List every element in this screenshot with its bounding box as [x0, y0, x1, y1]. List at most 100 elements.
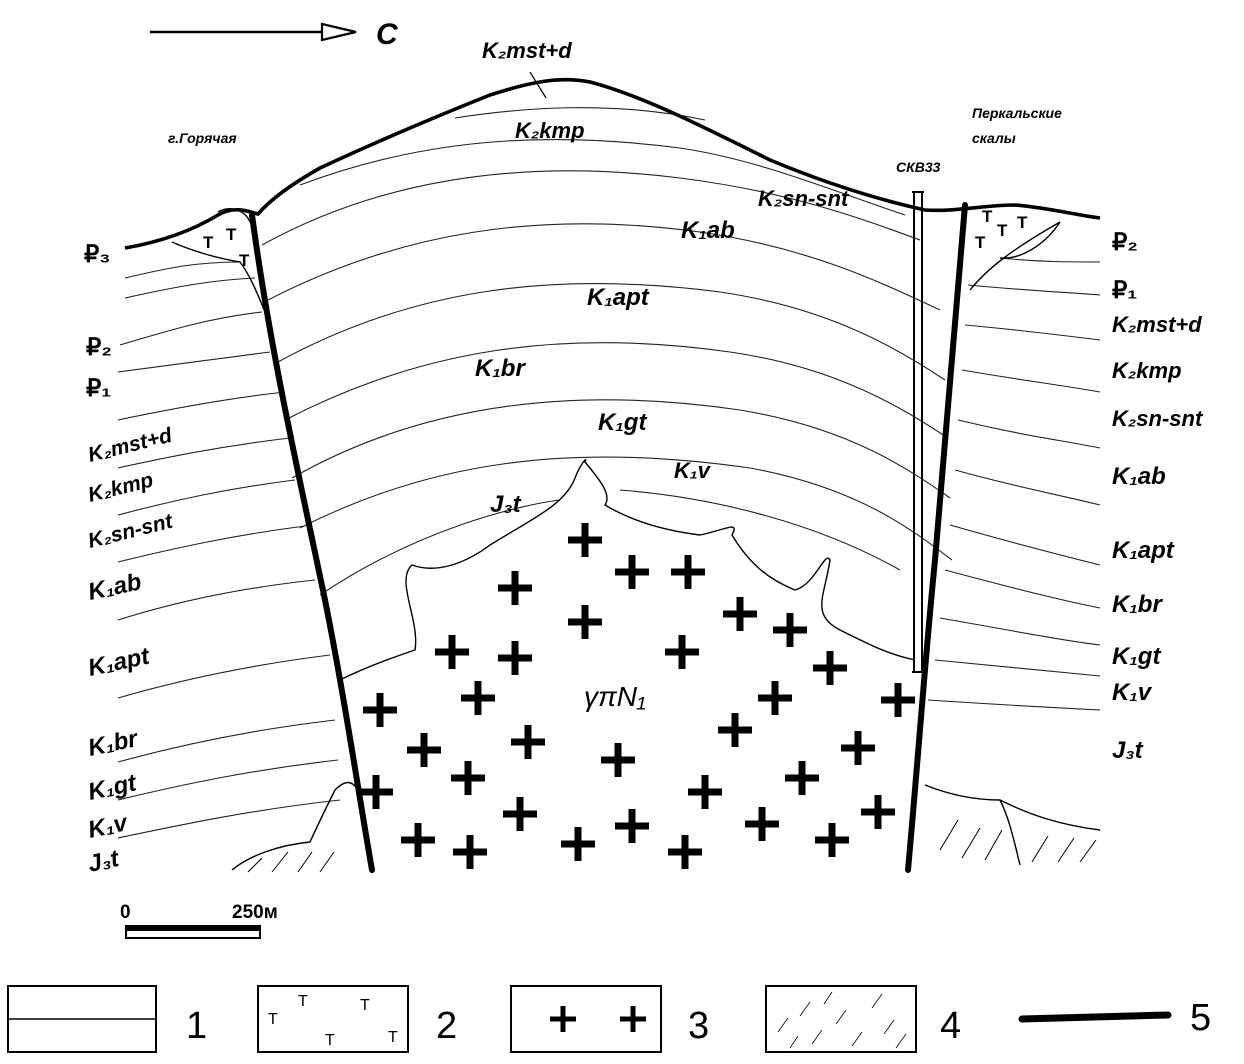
granite-cross — [561, 827, 595, 861]
svg-text:3: 3 — [688, 1005, 709, 1047]
direction-label: С — [376, 18, 399, 51]
direction-arrow — [150, 22, 357, 42]
svg-text:T: T — [226, 225, 237, 244]
svg-text:5: 5 — [1190, 997, 1211, 1039]
tuff-marks: T T T T T T T — [203, 207, 1028, 270]
legend: 1 T T T T T 2 3 4 — [7, 985, 1211, 1053]
granite-cross — [758, 681, 792, 715]
granite-cross — [723, 597, 757, 631]
intrusion-contact — [339, 459, 916, 681]
svg-text:K₁ab: K₁ab — [86, 568, 144, 606]
legend-item-5: 5 — [1018, 997, 1211, 1039]
svg-text:K₁br: K₁br — [86, 725, 142, 762]
label-k1ab: K₁ab — [681, 217, 735, 244]
svg-text:₽₁: ₽₁ — [1112, 277, 1137, 304]
legend-item-2: T T T T T 2 — [257, 985, 457, 1053]
svg-text:K₁v: K₁v — [86, 809, 132, 844]
label-k2mst-d: K₂mst+d — [482, 38, 572, 63]
granite-cross — [461, 681, 495, 715]
granite-cross — [498, 571, 532, 605]
granite-cross — [773, 613, 807, 647]
legend-item-1: 1 — [7, 985, 207, 1053]
svg-text:₽₃: ₽₃ — [84, 241, 110, 268]
legend-item-3: 3 — [510, 985, 709, 1053]
svg-text:K₂sn-snt: K₂sn-snt — [1112, 406, 1204, 431]
svg-text:T: T — [360, 997, 370, 1014]
place-left-label: г.Горячая — [168, 130, 237, 146]
svg-text:K₁br: K₁br — [1112, 591, 1163, 618]
place-right-label-1: Перкальские — [972, 105, 1062, 121]
granite-cross — [718, 713, 752, 747]
granite-cross — [601, 743, 635, 777]
svg-text:T: T — [239, 251, 250, 270]
svg-text:T: T — [997, 221, 1008, 240]
legend-item-4: 4 — [765, 985, 961, 1053]
granite-cross — [407, 733, 441, 767]
basement-left — [231, 781, 359, 873]
svg-text:₽₁: ₽₁ — [86, 375, 111, 402]
borehole-label: СКВ33 — [896, 159, 941, 175]
granite-cross — [503, 797, 537, 831]
svg-text:T: T — [298, 993, 308, 1010]
svg-text:T: T — [268, 1011, 278, 1028]
svg-text:2: 2 — [436, 1005, 457, 1047]
svg-text:T: T — [388, 1029, 398, 1046]
fault-right — [905, 202, 968, 873]
scale-bar: 0 250м — [120, 902, 278, 939]
svg-text:1: 1 — [186, 1005, 207, 1047]
fault-left — [249, 212, 375, 873]
granite-cross — [861, 795, 895, 829]
granite-cross — [359, 775, 393, 809]
svg-text:K₁apt: K₁apt — [86, 642, 153, 681]
right-block-strata — [927, 257, 1101, 711]
granite-cross — [568, 523, 602, 557]
granite-cross — [363, 693, 397, 727]
granite-cross — [615, 809, 649, 843]
granite-cross — [568, 605, 602, 639]
granite-cross — [665, 635, 699, 669]
svg-text:K₂mst+d: K₂mst+d — [86, 424, 176, 467]
svg-text:T: T — [325, 1032, 335, 1049]
label-j3t: J₃t — [490, 491, 522, 518]
granite-cross — [815, 823, 849, 857]
borehole — [912, 191, 924, 673]
svg-text:T: T — [982, 207, 993, 226]
granite-cross — [401, 823, 435, 857]
svg-text:K₁apt: K₁apt — [1112, 537, 1175, 564]
label-k1apt: K₁apt — [587, 284, 650, 311]
granite-cross — [451, 761, 485, 795]
right-labels: ₽₂ ₽₁ K₂mst+d K₂kmp K₂sn-snt K₁ab K₁apt … — [1112, 229, 1204, 764]
svg-text:K₁ab: K₁ab — [1112, 463, 1166, 490]
svg-text:K₁gt: K₁gt — [86, 769, 140, 806]
svg-text:T: T — [975, 233, 986, 252]
granite-cross — [615, 555, 649, 589]
label-k2sn-snt: K₂sn-snt — [758, 186, 850, 211]
svg-text:₽₂: ₽₂ — [86, 334, 112, 361]
place-right-label-2: скалы — [972, 130, 1016, 146]
svg-text:4: 4 — [940, 1005, 961, 1047]
label-k1v: K₁v — [674, 458, 712, 483]
svg-text:K₂sn-snt: K₂sn-snt — [86, 509, 176, 552]
label-k2kmp: K₂kmp — [515, 118, 585, 143]
label-intrusion: γπN₁ — [584, 681, 646, 712]
central-strata — [261, 107, 953, 596]
scale-end: 250м — [232, 902, 278, 923]
left-block-strata — [117, 261, 341, 839]
granite-cross — [668, 835, 702, 869]
svg-text:T: T — [1017, 213, 1028, 232]
granite-cross — [881, 683, 915, 717]
scale-start: 0 — [120, 902, 131, 923]
svg-text:K₂mst+d: K₂mst+d — [1112, 312, 1202, 337]
granite-cross — [498, 641, 532, 675]
svg-text:K₂kmp: K₂kmp — [1112, 358, 1182, 383]
granite-cross — [511, 725, 545, 759]
granite-crosses — [359, 523, 915, 869]
svg-text:K₁gt: K₁gt — [1112, 643, 1161, 670]
svg-text:₽₂: ₽₂ — [1112, 229, 1138, 256]
label-k1br: K₁br — [475, 355, 526, 382]
granite-cross — [785, 761, 819, 795]
svg-text:J₃t: J₃t — [1112, 737, 1144, 764]
granite-cross — [453, 835, 487, 869]
svg-text:T: T — [203, 233, 214, 252]
